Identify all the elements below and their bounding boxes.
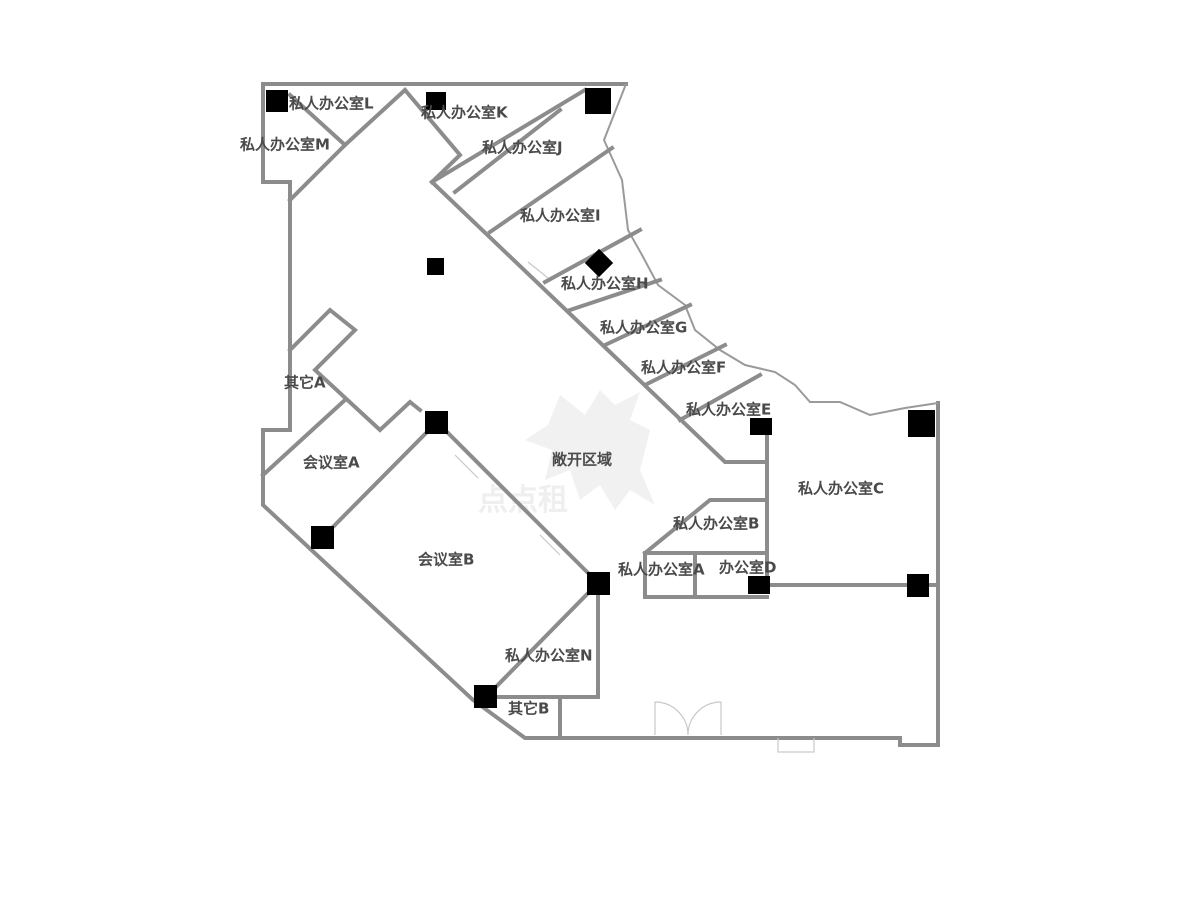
label-office-d: 办公室D [719, 559, 776, 577]
column [427, 258, 444, 275]
label-meeting-b: 会议室B [418, 551, 474, 569]
column [426, 92, 446, 110]
door-main-right [687, 701, 722, 736]
label-office-j: 私人办公室J [481, 139, 563, 157]
label-office-e: 私人办公室E [685, 401, 771, 419]
label-office-k: 私人办公室K [420, 104, 509, 122]
label-open-area: 敞开区域 [552, 451, 612, 469]
door-bottom [777, 738, 815, 753]
column [748, 576, 770, 594]
label-office-m: 私人办公室M [239, 136, 330, 154]
column [907, 574, 929, 597]
door-office-h [527, 261, 549, 279]
label-office-n: 私人办公室N [504, 647, 593, 665]
column [311, 526, 334, 549]
label-office-b: 私人办公室B [672, 515, 759, 533]
column [266, 90, 288, 112]
column [425, 411, 448, 434]
column [587, 572, 610, 595]
label-office-c: 私人办公室C [797, 480, 884, 498]
dragon-logo-icon [525, 390, 655, 510]
column [474, 685, 497, 708]
label-office-f: 私人办公室F [640, 359, 726, 377]
column [908, 410, 935, 437]
columns [266, 88, 935, 708]
watermark: 点点租 [478, 390, 655, 518]
door-meeting-a [454, 454, 479, 479]
doors [454, 261, 815, 753]
label-office-h: 私人办公室H [560, 275, 649, 293]
label-office-i: 私人办公室I [519, 207, 601, 225]
column [585, 88, 611, 114]
label-office-g: 私人办公室G [599, 319, 687, 337]
label-office-l: 私人办公室L [288, 95, 374, 113]
label-meeting-a: 会议室A [303, 454, 360, 472]
column [584, 248, 614, 278]
room-labels: 私人办公室L 私人办公室K 私人办公室M 私人办公室J 私人办公室I 私人办公室… [239, 95, 884, 718]
label-other-b: 其它B [508, 700, 549, 718]
label-office-a: 私人办公室A [617, 561, 705, 579]
door-meeting-b [539, 534, 561, 556]
watermark-text: 点点租 [478, 483, 568, 518]
column [750, 418, 772, 435]
label-other-a: 其它A [284, 374, 326, 392]
door-main-left [654, 701, 689, 736]
